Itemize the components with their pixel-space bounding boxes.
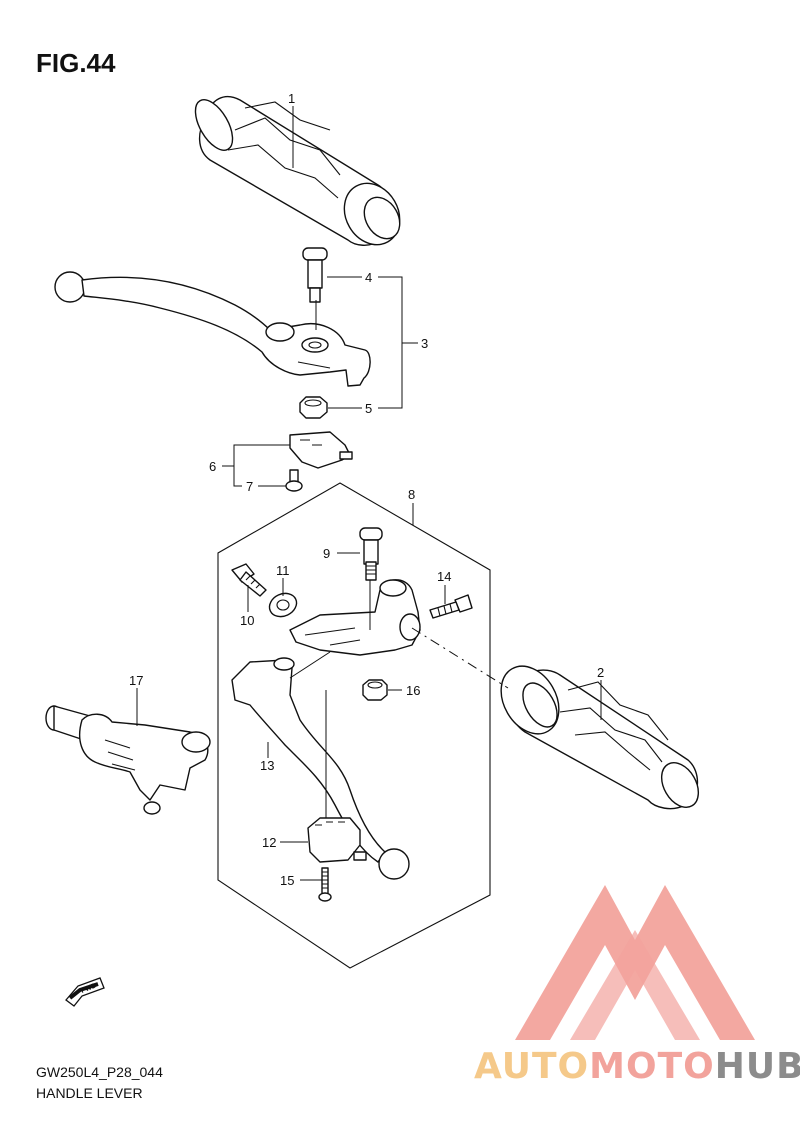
screw-15-drawing[interactable] [318, 867, 332, 902]
brake-lever-3-drawing[interactable] [54, 271, 371, 387]
pivot-bolt-4-drawing[interactable] [302, 247, 328, 303]
nut-16-drawing[interactable] [362, 679, 388, 701]
figure-caption: HANDLE LEVER [36, 1085, 143, 1101]
figure-code: GW250L4_P28_044 [36, 1064, 163, 1080]
callout-6: 6 [209, 459, 216, 474]
lever-holder-drawing[interactable] [289, 579, 421, 656]
callout-13: 13 [260, 758, 274, 773]
callout-2: 2 [597, 665, 604, 680]
watermark-part-hub: HUB [714, 1046, 800, 1087]
figure-title: FIG.44 [36, 48, 116, 78]
grip-1-drawing[interactable] [188, 94, 411, 255]
brake-switch-6-drawing[interactable] [289, 431, 353, 469]
callout-14: 14 [437, 569, 451, 584]
callout-1: 1 [288, 91, 295, 106]
nut-5-drawing[interactable] [299, 396, 328, 419]
callout-17: 17 [129, 673, 143, 688]
callout-3: 3 [421, 336, 428, 351]
callout-15: 15 [280, 873, 294, 888]
callout-9: 9 [323, 546, 330, 561]
bolt-14-drawing[interactable] [429, 594, 473, 619]
watermark-part-moto: MOTO [589, 1046, 715, 1087]
bolt-10-drawing[interactable] [231, 563, 267, 597]
clutch-switch-12-drawing[interactable] [307, 817, 367, 863]
watermark-logo-icon [515, 885, 755, 1040]
watermark-part-auto: AUTO [474, 1046, 590, 1087]
callout-7: 7 [246, 479, 253, 494]
callout-4: 4 [365, 270, 372, 285]
washer-11-drawing[interactable] [266, 589, 301, 621]
callout-8: 8 [408, 487, 415, 502]
grip-2-drawing[interactable] [489, 656, 705, 814]
callout-11: 11 [276, 563, 290, 578]
centerline-extension [289, 651, 331, 679]
callout-5: 5 [365, 401, 372, 416]
callout-labels: 1 2 3 4 5 6 7 8 9 10 11 12 13 14 15 16 1… [129, 91, 604, 888]
callout-16: 16 [406, 683, 420, 698]
callout-12: 12 [262, 835, 276, 850]
leader-lines [136, 106, 602, 881]
callout-10: 10 [240, 613, 254, 628]
assembly-8-outline [217, 482, 491, 969]
screw-7-drawing[interactable] [285, 469, 303, 492]
pivot-bolt-9-drawing[interactable] [359, 527, 383, 581]
assembly-centerline [411, 627, 509, 689]
watermark-wordmark: AUTOMOTOHUB [474, 1046, 800, 1087]
fwd-arrow-icon: FWD [65, 977, 105, 1007]
throttle-cable-17-drawing[interactable] [45, 705, 211, 815]
